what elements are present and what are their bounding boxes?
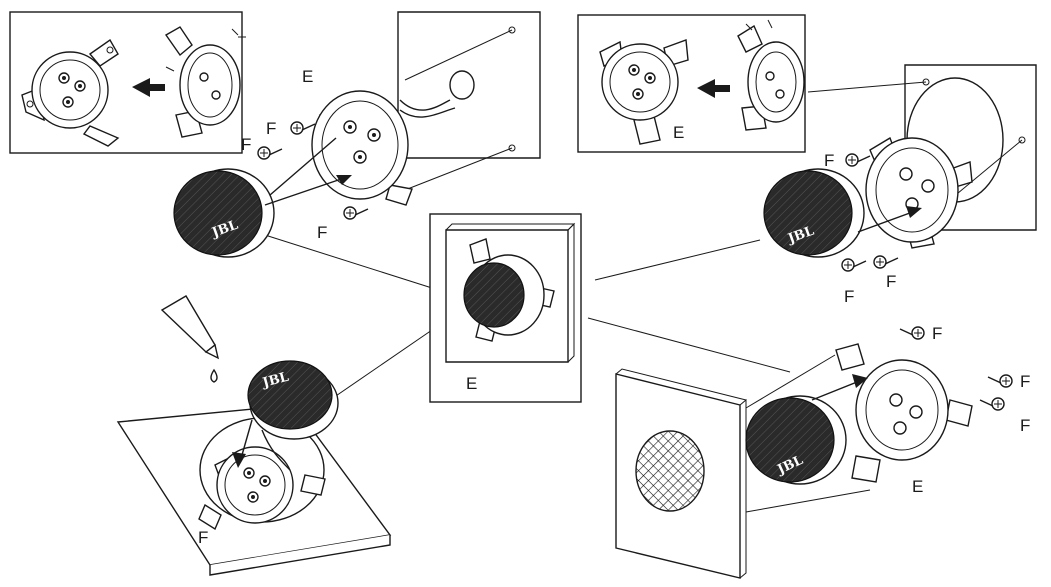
inset-mount-left (21, 38, 120, 147)
inset-top-left (9, 11, 246, 154)
inset-mount-right (164, 26, 246, 138)
screw-tr-2 (841, 258, 867, 272)
label-f-bottom-right-3: F (1020, 416, 1030, 435)
screw-tl-1 (290, 121, 316, 135)
label-f-top-left-2: F (266, 119, 276, 138)
inset-arrow-right (697, 79, 730, 98)
screw-tl-2 (257, 146, 283, 160)
inset-top-right (577, 14, 806, 153)
callout-labels: E F F F E F F F E F F F F E (198, 67, 1030, 547)
center-panel (429, 213, 582, 403)
label-f-bottom-right-1: F (932, 324, 942, 343)
assembly-top-right: JBL (763, 64, 1037, 272)
mount-cup-top-right (865, 136, 973, 249)
brand-logo: JBL (260, 370, 290, 392)
label-f-bottom-right-2: F (1020, 372, 1030, 391)
assembly-bottom-left: JBL (116, 295, 392, 576)
label-e-center: E (466, 374, 477, 393)
screw-tl-3 (343, 206, 369, 220)
inset-mount-left-2 (599, 39, 689, 145)
label-f-top-right-3: F (886, 272, 896, 291)
label-e-top-right: E (673, 123, 684, 142)
screw-br-3 (979, 397, 1005, 411)
tweeter-top-right: JBL (763, 168, 865, 258)
label-f-top-right-1: F (824, 151, 834, 170)
screw-tr-1 (845, 153, 871, 167)
label-e-top-left: E (302, 67, 313, 86)
screw-br-2 (987, 374, 1013, 388)
inset-arrow-left (132, 78, 165, 97)
mount-cup-bottom-right (835, 343, 973, 483)
label-e-bottom-right: E (912, 477, 923, 496)
tweeter-top-left: JBL (173, 168, 275, 258)
tweeter-bottom-right: JBL (745, 395, 847, 485)
label-f-top-right-2: F (844, 287, 854, 306)
tweeter-bottom-left: JBL (247, 360, 339, 440)
assembly-top-left: JBL (173, 11, 541, 258)
connector-lines (264, 234, 791, 401)
mount-cup-top-left (311, 90, 413, 206)
center-tweeter (463, 238, 555, 342)
assembly-bottom-right: JBL (615, 326, 1013, 579)
label-f-bottom-left: F (198, 528, 208, 547)
mount-cup-bottom-left (198, 446, 326, 531)
label-f-top-left-3: F (317, 223, 327, 242)
screw-tr-3 (873, 255, 899, 269)
label-f-top-left-1: F (241, 135, 251, 154)
screw-br-1 (899, 326, 925, 340)
glue-tube (160, 295, 220, 383)
inset-mount-right-2 (737, 19, 805, 131)
